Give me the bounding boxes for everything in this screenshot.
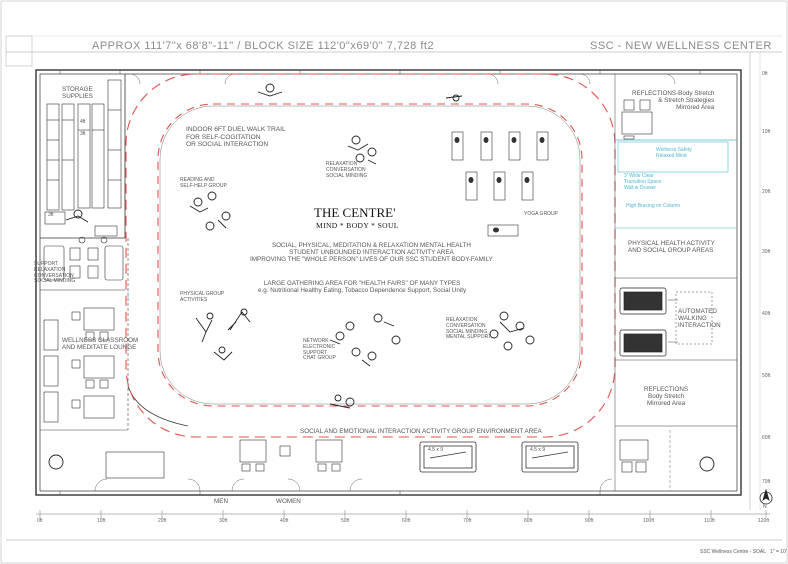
scale-40: 40ft xyxy=(280,518,289,524)
side-scale-50: 50ft xyxy=(762,373,771,379)
centre-title: THE CENTRE' xyxy=(314,205,396,220)
corner-figures xyxy=(48,83,715,472)
relax-top-label: RELAXATION CONVERSATION SOCIAL MINDING xyxy=(326,161,368,179)
pool-table-1-label: 4.5 x 9 xyxy=(428,447,444,453)
men-restroom-label: MEN xyxy=(214,498,228,505)
centre-subtitle: MIND * BODY * SOUL xyxy=(316,221,399,230)
scale-100: 100ft xyxy=(643,518,655,524)
scale-110: 110ft xyxy=(704,518,715,524)
trail-label: INDOOR 6FT DUEL WALK TRAIL FOR SELF-COGI… xyxy=(186,126,286,149)
support-label: SUPPORT RELAXATION CONVERSATION SOCIAL M… xyxy=(34,261,76,285)
scale-80: 80ft xyxy=(524,518,533,524)
shelf-label-b: 3ft xyxy=(80,131,86,137)
footer-note: SSC Wellness Centre - SOAL 1" = 10' xyxy=(700,549,787,555)
scale-0: 0ft xyxy=(37,518,43,524)
side-scale-10: 10ft xyxy=(762,129,771,135)
north-label: N xyxy=(763,504,767,510)
classroom-label: WELLNESS CLASSROOM AND MEDITATE LOUNGE xyxy=(62,337,139,352)
shelf-label-a: 4ft xyxy=(80,119,86,125)
relax-top-figures xyxy=(347,135,377,165)
storage-label: STORAGE SUPPLIES xyxy=(62,86,93,101)
relax-bottom-figures xyxy=(489,311,535,351)
scale-70: 70ft xyxy=(463,518,472,524)
physical-health-label: PHYSICAL HEALTH ACTIVITY AND SOCIAL GROU… xyxy=(628,240,715,255)
scale-50: 50ft xyxy=(341,518,350,524)
transition-space-label: 3' Wide Clear Transition Space Wall w Dr… xyxy=(624,173,662,191)
wellness-safety-label: Wellness Safety Relaxed Mind xyxy=(656,147,692,159)
scale-20: 20ft xyxy=(158,518,167,524)
centre-description: SOCIAL, PHYSICAL, MEDITATION & RELAXATIO… xyxy=(250,242,493,264)
north-arrow-icon xyxy=(759,488,773,505)
scale-30: 30ft xyxy=(219,518,228,524)
reflections-top-label: REFLECTIONS-Body Stretch & Stretch Strat… xyxy=(632,90,715,112)
side-scale-0: 0ft xyxy=(762,71,768,77)
side-scale-70: 70ft xyxy=(762,479,771,485)
shelf-label-c: 3ft xyxy=(48,212,54,218)
women-restroom-label: WOMEN xyxy=(276,498,301,505)
walking-interaction-label: AUTOMATED WALKING INTERACTION xyxy=(678,308,721,330)
reading-group-label: READING AND SELF-HELP GROUP xyxy=(180,177,227,189)
block-size-title: APPROX 111'7"x 68'8"-11" / BLOCK SIZE 11… xyxy=(92,40,435,52)
reflections-bottom-label: REFLECTIONS Body Stretch Mirrored Area xyxy=(644,386,689,408)
side-scale-20: 20ft xyxy=(762,189,771,195)
physical-group-label: PHYSICAL GROUP ACTIVITIES xyxy=(180,291,225,303)
reading-group-figures xyxy=(189,191,231,231)
network-group-figures xyxy=(329,313,401,409)
side-scale-40: 40ft xyxy=(762,311,771,317)
column-bracing-label: High Bracing on Column xyxy=(626,203,681,209)
network-group-label: NETWORK ELECTRONIC SUPPORT CHAT GROUP xyxy=(303,338,336,362)
physical-group-figures xyxy=(195,308,251,361)
side-scale-60: 60ft xyxy=(762,435,771,441)
scale-10: 10ft xyxy=(97,518,106,524)
health-fair-description: LARGE GATHERING AREA FOR "HEALTH FAIRS" … xyxy=(258,280,467,295)
relax-bottom-label: RELAXATION CONVERSATION SOCIAL MINDING M… xyxy=(446,317,492,341)
scale-120: 120ft xyxy=(758,518,770,524)
scale-60: 60ft xyxy=(402,518,411,524)
scale-90: 90ft xyxy=(585,518,594,524)
side-scale-30: 30ft xyxy=(762,249,771,255)
pool-table-2-label: 4.5 x 9 xyxy=(530,447,546,453)
social-environment-label: SOCIAL AND EMOTIONAL INTERACTION ACTIVIT… xyxy=(300,428,542,435)
yoga-label: YOGA GROUP xyxy=(524,211,558,217)
project-title: SSC - NEW WELLNESS CENTER xyxy=(590,40,772,52)
